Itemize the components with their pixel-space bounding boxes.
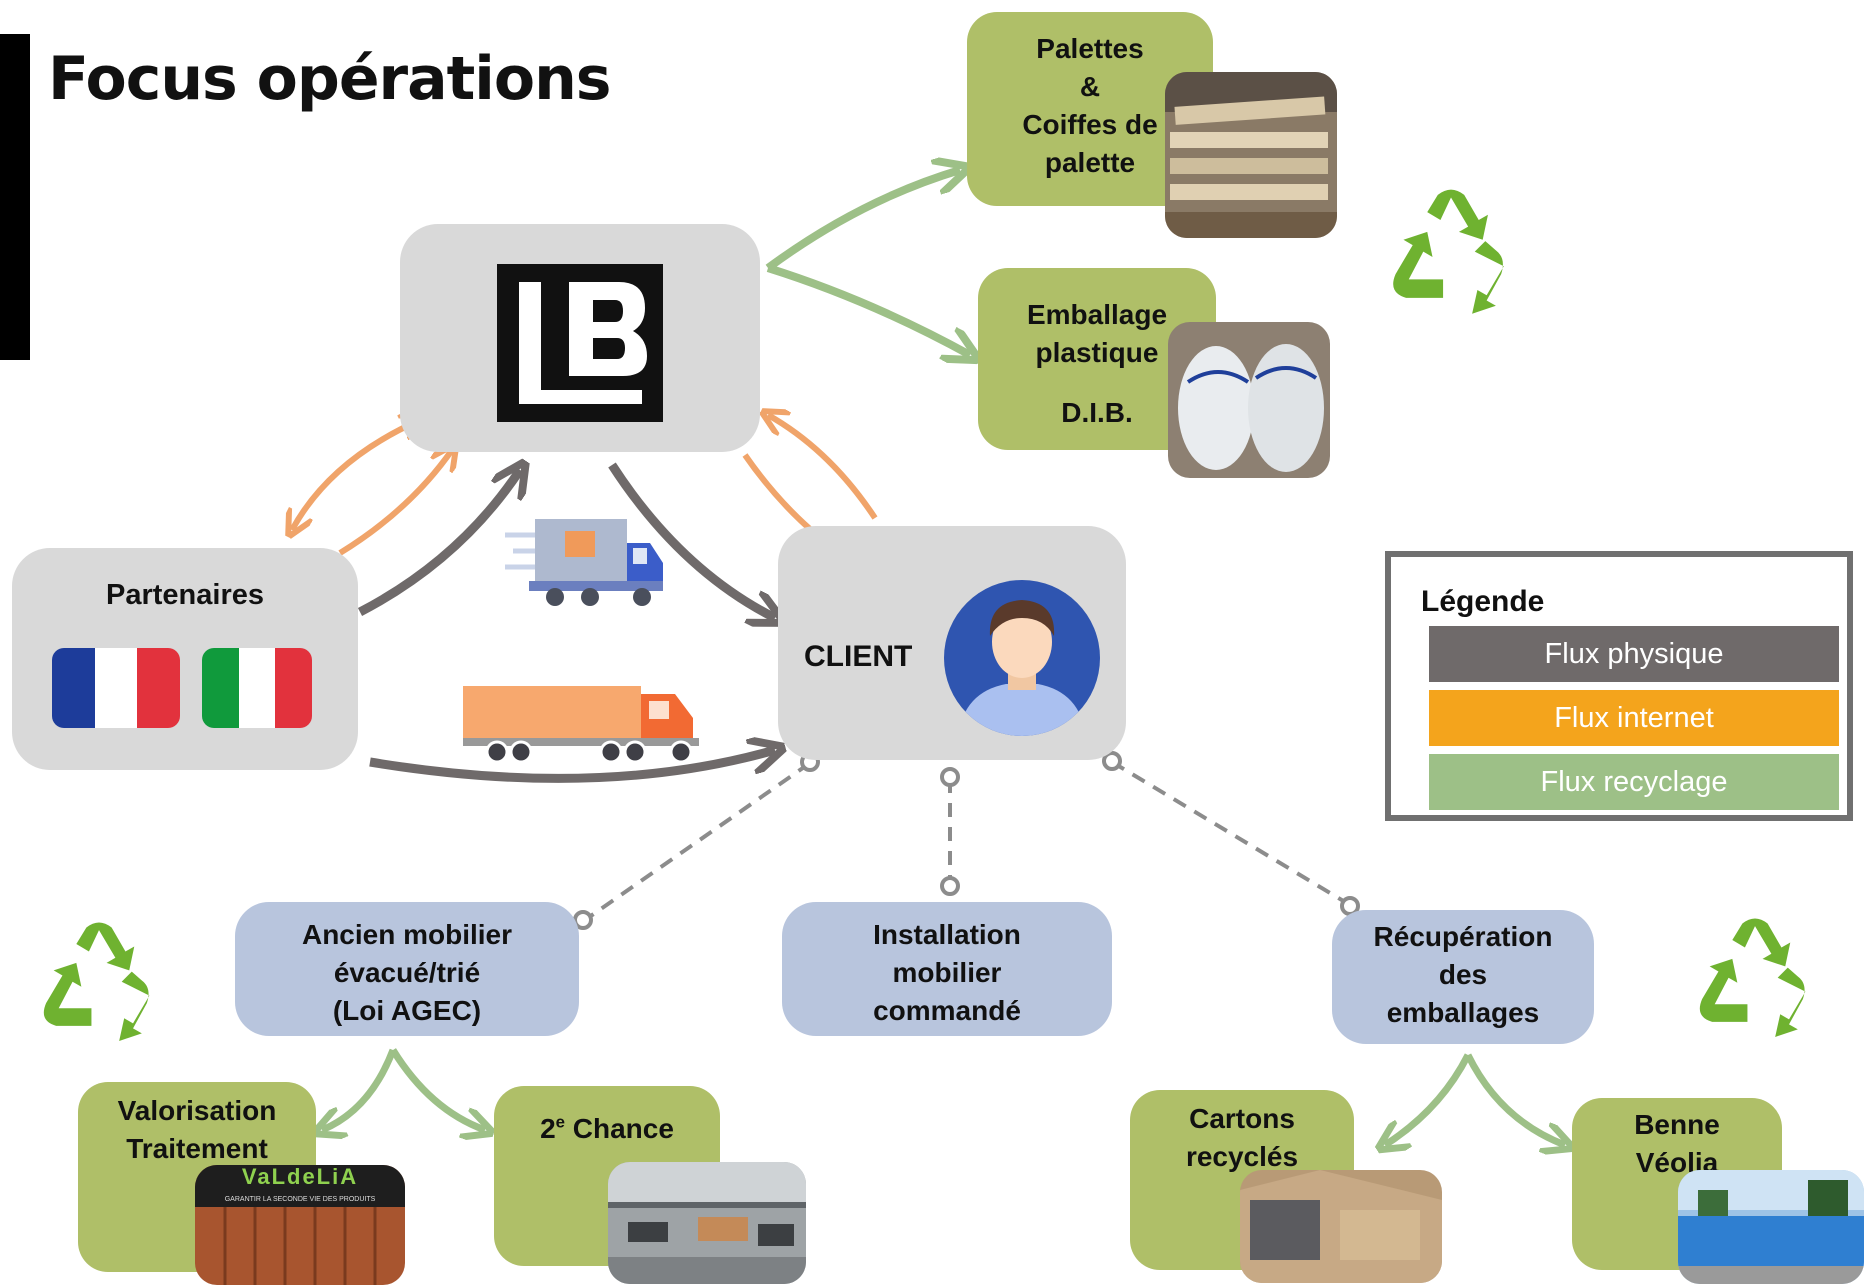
- lb-node: [400, 224, 760, 452]
- palettes-line-1: Palettes: [1036, 33, 1144, 64]
- valorisation-label: Valorisation Traitement: [78, 1092, 316, 1168]
- valdelia-banner: VaLdeLiA: [195, 1165, 405, 1195]
- ancien-line-2: évacué/trié: [333, 957, 481, 988]
- valdelia-tagline: GARANTIR LA SECONDE VIE DES PRODUITS: [195, 1195, 405, 1207]
- benne-label: Benne Véolia: [1572, 1106, 1782, 1182]
- installation-line-3: commandé: [873, 995, 1021, 1026]
- installation-line-2: mobilier: [892, 957, 1002, 988]
- cartons-line-1: Cartons: [1189, 1103, 1295, 1134]
- recycle-icon: [1393, 189, 1504, 314]
- partenaires-label: Partenaires: [106, 579, 264, 611]
- office-photo: [608, 1162, 806, 1284]
- physique-arrow-partenaires-lb: [357, 470, 520, 616]
- cartons-label: Cartons recyclés: [1130, 1100, 1354, 1176]
- benne-photo: [1678, 1170, 1864, 1284]
- legend-item-flux-recyclage: Flux recyclage: [1429, 754, 1839, 810]
- internet-arrow-partenaires-lb: [292, 420, 420, 530]
- recyclage-arrow-valorisation: [322, 1048, 397, 1130]
- palettes-line-2: &: [1079, 71, 1101, 102]
- recuperation-node: Récupération des emballages: [1332, 910, 1594, 1044]
- valorisation-line-1: Valorisation: [117, 1095, 277, 1126]
- page-title: Focus opérations: [48, 44, 611, 114]
- dashed-link-recuperation: [1110, 760, 1352, 907]
- recuperation-line-2: des: [1438, 959, 1488, 990]
- recuperation-label: Récupération des emballages: [1332, 918, 1594, 1032]
- emballage-label: Emballage plastique D.I.B.: [978, 296, 1216, 432]
- lb-logo: [497, 264, 663, 422]
- emballage-photo: [1168, 322, 1330, 478]
- emballage-line-2: plastique: [1035, 337, 1159, 368]
- cartons-line-2: recyclés: [1185, 1141, 1299, 1172]
- valorisation-line-2: Traitement: [126, 1133, 268, 1164]
- france-flag-icon: [52, 648, 180, 728]
- internet-arrow-client-lb: [768, 415, 878, 520]
- 2e-chance-rest: Chance: [564, 1113, 674, 1144]
- recyclage-arrow-emballage: [766, 264, 970, 355]
- legend-title: Légende: [1421, 585, 1545, 618]
- 2e-chance-label: 2e Chance: [494, 1112, 720, 1146]
- delivery-truck-icon: [505, 519, 663, 606]
- ancien-mobilier-node: Ancien mobilier évacué/trié (Loi AGEC): [235, 902, 579, 1036]
- ancien-line-1: Ancien mobilier: [301, 919, 513, 950]
- recyclage-arrow-2e-chance: [390, 1048, 485, 1130]
- partenaires-node: Partenaires: [12, 548, 358, 770]
- emballage-line-1: Emballage: [1026, 299, 1168, 330]
- ancien-line-3: (Loi AGEC): [332, 995, 482, 1026]
- title-accent-bar: [0, 34, 30, 360]
- legend-item-flux-physique: Flux physique: [1429, 626, 1839, 682]
- emballage-line-3: D.I.B.: [1061, 397, 1133, 428]
- physique-arrow-lb-client: [608, 462, 775, 618]
- installation-node: Installation mobilier commandé: [782, 902, 1112, 1036]
- cartons-photo: [1240, 1170, 1442, 1283]
- container-icon: [223, 1207, 377, 1285]
- recycle-icon: [1699, 918, 1806, 1037]
- legend: Légende Flux physique Flux internet Flux…: [1385, 551, 1853, 821]
- recuperation-line-3: emballages: [1386, 997, 1540, 1028]
- palettes-label: Palettes & Coiffes de palette: [967, 30, 1213, 182]
- palettes-line-3: Coiffes de: [1022, 109, 1158, 140]
- client-node: CLIENT: [778, 526, 1126, 760]
- valdelia-photo: VaLdeLiA GARANTIR LA SECONDE VIE DES PRO…: [195, 1165, 405, 1285]
- 2e-chance-sup: e: [555, 1112, 565, 1132]
- valdelia-logo: VaLdeLiA: [241, 1165, 359, 1189]
- palettes-line-4: palette: [1044, 147, 1136, 178]
- recyclage-arrow-cartons: [1385, 1053, 1472, 1145]
- ancien-mobilier-label: Ancien mobilier évacué/trié (Loi AGEC): [235, 916, 579, 1030]
- recuperation-line-1: Récupération: [1373, 921, 1553, 952]
- dashed-link-ancien: [583, 761, 812, 922]
- installation-label: Installation mobilier commandé: [782, 916, 1112, 1030]
- 2e-chance-num: 2: [540, 1113, 556, 1144]
- recyclage-arrow-palettes: [765, 170, 960, 272]
- client-avatar-icon: [944, 580, 1100, 736]
- installation-line-1: Installation: [873, 919, 1021, 950]
- legend-item-flux-internet: Flux internet: [1429, 690, 1839, 746]
- client-label: CLIENT: [804, 640, 913, 673]
- benne-line-1: Benne: [1634, 1109, 1720, 1140]
- recycle-icon: [43, 922, 150, 1041]
- recyclage-arrow-benne: [1464, 1053, 1565, 1145]
- internet-arrow-partenaires-lb-2: [338, 450, 452, 556]
- physique-arrow-partenaires-client: [369, 750, 775, 783]
- italy-flag-icon: [202, 648, 312, 728]
- palettes-photo: [1165, 72, 1337, 238]
- semi-truck-icon: [463, 686, 699, 764]
